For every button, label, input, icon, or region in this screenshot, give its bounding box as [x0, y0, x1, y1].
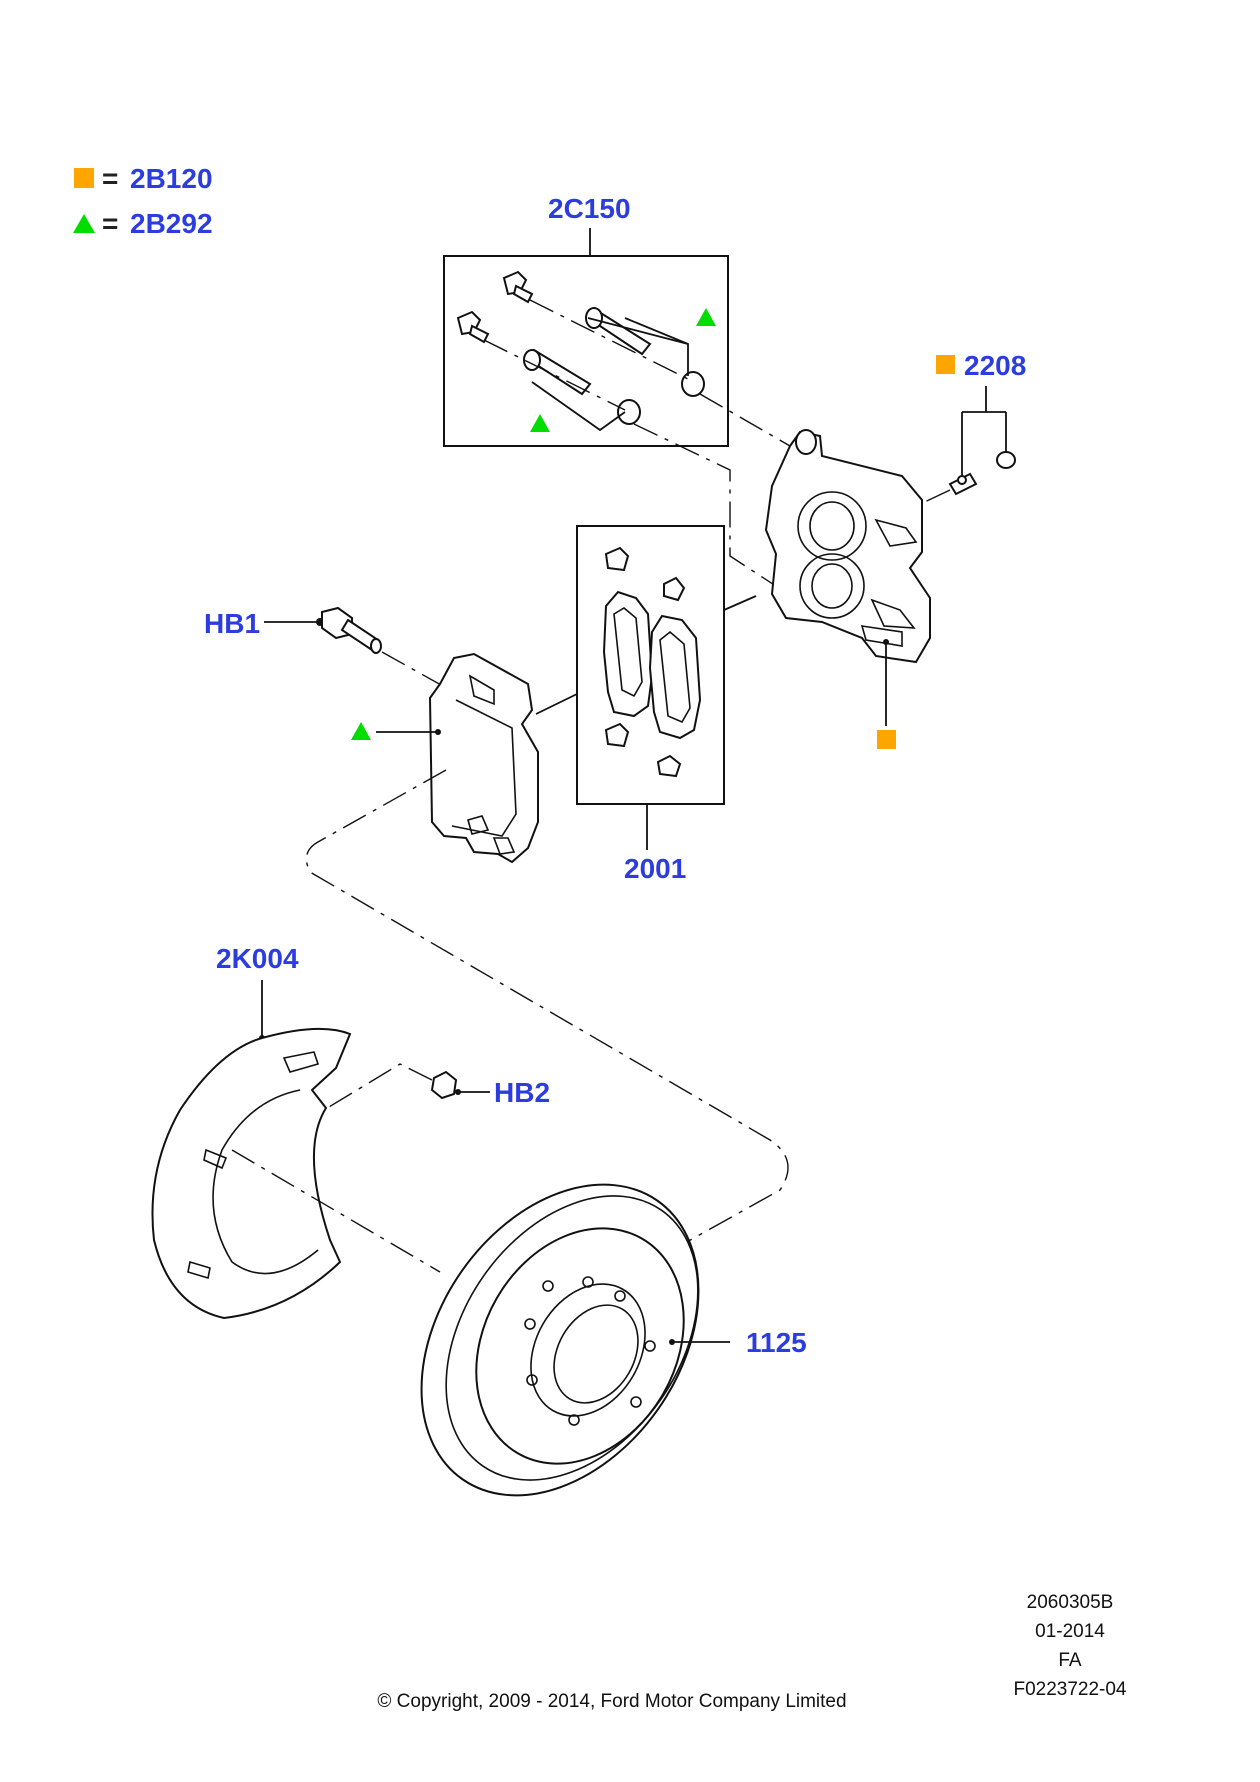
brake-pad-outer [648, 614, 702, 740]
pad-clip-2 [663, 576, 686, 602]
triangle-marker-kit-lower [530, 414, 550, 432]
callout-2c150: 2C150 [548, 193, 631, 224]
callout-hb1: HB1 [204, 608, 260, 639]
illustration-date: 01-2014 [1035, 1621, 1105, 1642]
pad-clip-1 [604, 546, 630, 572]
brake-caliper [764, 429, 931, 664]
bleeder-2208: 2208 [936, 350, 1026, 496]
callout-1125: 1125 [746, 1327, 807, 1358]
callout-2001: 2001 [624, 853, 686, 884]
square-marker-caliper [877, 730, 896, 749]
caliper-anchor-bracket [428, 652, 539, 864]
callout-2k004: 2K004 [216, 943, 299, 974]
caliper-bracket-bolt-hb1: HB1 [204, 606, 382, 654]
shield-bolt-hb2: HB2 [430, 1070, 550, 1108]
legend: = 2B120 = 2B292 [73, 163, 213, 239]
guide-bolt-lower [456, 310, 490, 344]
triangle-marker-kit-upper [696, 308, 716, 326]
pad-clip-4 [656, 754, 682, 778]
guide-bolt-upper [502, 270, 534, 304]
legend-equals-2: = [102, 208, 118, 239]
guide-pin-kit-2c150: 2C150 [443, 193, 729, 447]
footer: 2060305B 01-2014 FA F0223722-04 © Copyri… [377, 1592, 1127, 1712]
callout-hb2: HB2 [494, 1077, 550, 1108]
pin-boot-lower [617, 399, 641, 425]
legend-square-icon [74, 168, 94, 188]
legend-code-2b292: 2B292 [130, 208, 213, 239]
callout-2208: 2208 [964, 350, 1026, 381]
legend-triangle-icon [73, 214, 95, 233]
guide-pin-lower [523, 348, 592, 396]
illustration-code: FA [1058, 1650, 1082, 1671]
pad-kit-2001: 2001 [576, 525, 725, 884]
square-marker-2208 [936, 355, 955, 374]
brake-rotor-1125: 1125 [420, 1183, 807, 1497]
guide-pin-upper [585, 307, 652, 356]
copyright-notice: © Copyright, 2009 - 2014, Ford Motor Com… [377, 1691, 846, 1712]
triangle-marker-bracket [351, 722, 371, 740]
legend-equals-1: = [102, 163, 118, 194]
illustration-id: 2060305B [1027, 1592, 1114, 1613]
pin-boot-upper [681, 371, 705, 397]
splash-shield-2k004: 2K004 [151, 943, 352, 1320]
illustration-ref: F0223722-04 [1013, 1679, 1126, 1700]
legend-code-2b120: 2B120 [130, 163, 213, 194]
pad-clip-3 [604, 722, 630, 748]
